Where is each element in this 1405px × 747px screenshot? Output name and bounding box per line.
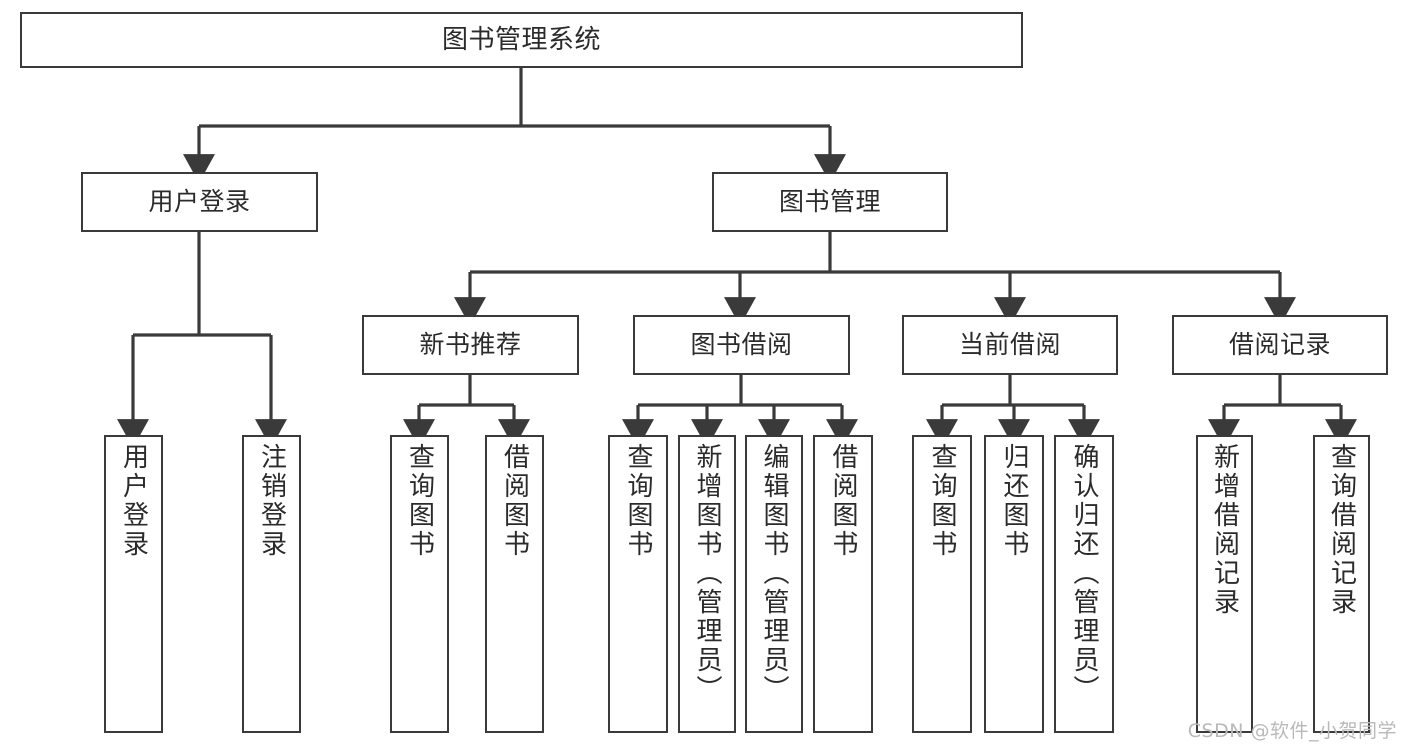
node-label: 查询图书	[927, 443, 957, 559]
node-label: 新增图书（管理员）	[692, 443, 722, 704]
leaf-record-add-record[interactable]: 新增借阅记录	[1196, 435, 1253, 733]
node-label: 当前借阅	[958, 330, 1061, 360]
node-label: 用户登录	[148, 187, 251, 217]
node-label: 借阅图书	[499, 443, 530, 559]
node-label: 借阅记录	[1228, 330, 1331, 360]
node-label: 查询图书	[404, 443, 435, 559]
node-user-login[interactable]: 用户登录	[81, 172, 318, 232]
node-label: 查询借阅记录	[1326, 443, 1357, 617]
leaf-user-login-logout[interactable]: 注销登录	[242, 435, 301, 733]
leaf-borrow-query-book[interactable]: 查询图书	[608, 435, 668, 733]
leaf-borrow-borrow-book[interactable]: 借阅图书	[813, 435, 873, 733]
node-label: 图书管理系统	[441, 24, 601, 55]
node-label: 新增借阅记录	[1209, 443, 1240, 617]
node-label: 注销登录	[256, 443, 287, 559]
node-book-borrow[interactable]: 图书借阅	[633, 315, 850, 375]
leaf-record-query-record[interactable]: 查询借阅记录	[1313, 435, 1370, 733]
leaf-new-book-borrow[interactable]: 借阅图书	[485, 435, 544, 733]
node-label: 编辑图书（管理员）	[759, 443, 789, 704]
node-label: 图书管理	[778, 187, 881, 217]
leaf-current-return-book[interactable]: 归还图书	[984, 435, 1044, 733]
node-root-book-management-system[interactable]: 图书管理系统	[20, 12, 1023, 68]
leaf-new-book-query[interactable]: 查询图书	[390, 435, 449, 733]
leaf-user-login-login[interactable]: 用户登录	[104, 435, 163, 733]
node-label: 查询图书	[623, 443, 653, 559]
leaf-borrow-edit-book-admin[interactable]: 编辑图书（管理员）	[745, 435, 803, 733]
node-label: 图书借阅	[690, 330, 793, 360]
node-book-management[interactable]: 图书管理	[712, 172, 948, 232]
watermark: CSDN @软件_小贺同学	[1187, 720, 1397, 742]
leaf-borrow-add-book-admin[interactable]: 新增图书（管理员）	[678, 435, 736, 733]
node-label: 确认归还（管理员）	[1069, 443, 1099, 704]
leaf-current-query-book[interactable]: 查询图书	[912, 435, 972, 733]
leaf-current-confirm-return-admin[interactable]: 确认归还（管理员）	[1054, 435, 1114, 733]
node-current-borrow[interactable]: 当前借阅	[902, 315, 1118, 375]
node-new-book-recommend[interactable]: 新书推荐	[362, 315, 579, 375]
node-label: 借阅图书	[828, 443, 858, 559]
node-label: 归还图书	[999, 443, 1029, 559]
node-label: 用户登录	[118, 443, 149, 559]
node-borrow-record[interactable]: 借阅记录	[1172, 315, 1388, 375]
node-label: 新书推荐	[419, 330, 522, 360]
